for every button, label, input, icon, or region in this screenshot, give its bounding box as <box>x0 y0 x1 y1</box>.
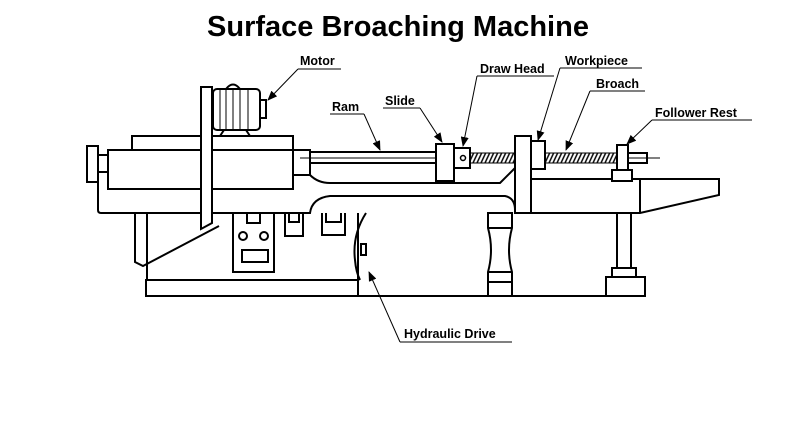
label-motor: Motor <box>267 54 341 101</box>
label-workpiece: Workpiece <box>536 54 642 141</box>
handwheel <box>86 145 99 183</box>
slide <box>435 143 455 182</box>
hydraulic-drive <box>353 212 367 281</box>
svg-text:Hydraulic Drive: Hydraulic Drive <box>404 327 496 341</box>
head-box <box>86 135 311 190</box>
workpiece <box>530 140 546 170</box>
label-follower-rest: Follower Rest <box>626 106 752 145</box>
svg-text:Motor: Motor <box>300 54 335 68</box>
label-draw-head: Draw Head <box>460 62 554 147</box>
vertical-plate <box>200 86 213 231</box>
pockets <box>284 213 346 237</box>
svg-text:Ram: Ram <box>332 100 359 114</box>
motor <box>212 83 267 137</box>
svg-text:Workpiece: Workpiece <box>565 54 628 68</box>
control-knob <box>238 231 248 241</box>
label-broach: Broach <box>565 77 645 151</box>
svg-text:Slide: Slide <box>385 94 415 108</box>
control-knob <box>259 231 269 241</box>
motor-shaft <box>259 99 267 119</box>
ram <box>310 151 436 164</box>
label-hydraulic-drive: Hydraulic Drive <box>368 271 512 343</box>
support-legs <box>487 212 646 297</box>
broach <box>469 152 660 164</box>
diagram-title: Surface Broaching Machine <box>207 11 589 43</box>
follower-rest <box>611 144 633 182</box>
draw-head-pin <box>459 154 467 162</box>
label-slide: Slide <box>383 94 443 143</box>
control-panel <box>232 212 275 273</box>
label-ram: Ram <box>330 100 381 151</box>
svg-text:Broach: Broach <box>596 77 639 91</box>
machine-bed <box>97 150 720 214</box>
panel-display <box>241 249 269 263</box>
machine-base <box>145 213 645 297</box>
svg-text:Draw Head: Draw Head <box>480 62 545 76</box>
work-column <box>514 135 532 214</box>
lower-body <box>134 213 220 268</box>
svg-text:Follower Rest: Follower Rest <box>655 106 738 120</box>
